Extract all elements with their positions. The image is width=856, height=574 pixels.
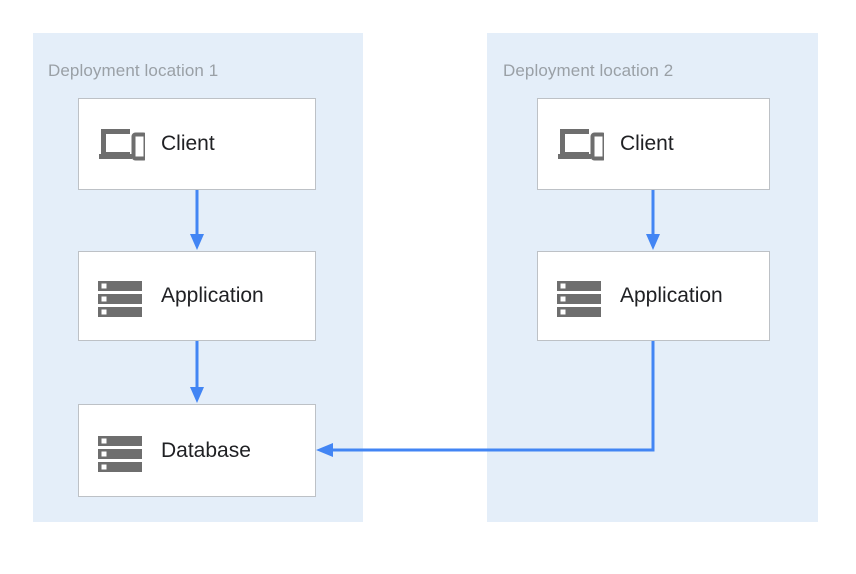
node-client-2[interactable]: Client: [537, 98, 770, 190]
node-application-2-label: Application: [620, 284, 723, 307]
node-database-1-label: Database: [161, 438, 251, 462]
node-application-2[interactable]: Application: [537, 251, 770, 341]
node-application-1-label: Application: [161, 284, 264, 307]
deployment-zone-2-title: Deployment location 2: [503, 61, 674, 80]
devices-icon: [99, 129, 145, 161]
server-icon: [557, 281, 601, 317]
node-application-1[interactable]: Application: [78, 251, 316, 341]
node-database-1[interactable]: Database: [78, 404, 316, 497]
node-client-1-label: Client: [161, 132, 215, 155]
server-icon: [98, 435, 142, 472]
node-client-1[interactable]: Client: [78, 98, 316, 190]
node-client-2-label: Client: [620, 132, 674, 155]
server-icon: [98, 281, 142, 317]
devices-icon: [558, 129, 604, 161]
deployment-zone-1-title: Deployment location 1: [48, 61, 219, 80]
